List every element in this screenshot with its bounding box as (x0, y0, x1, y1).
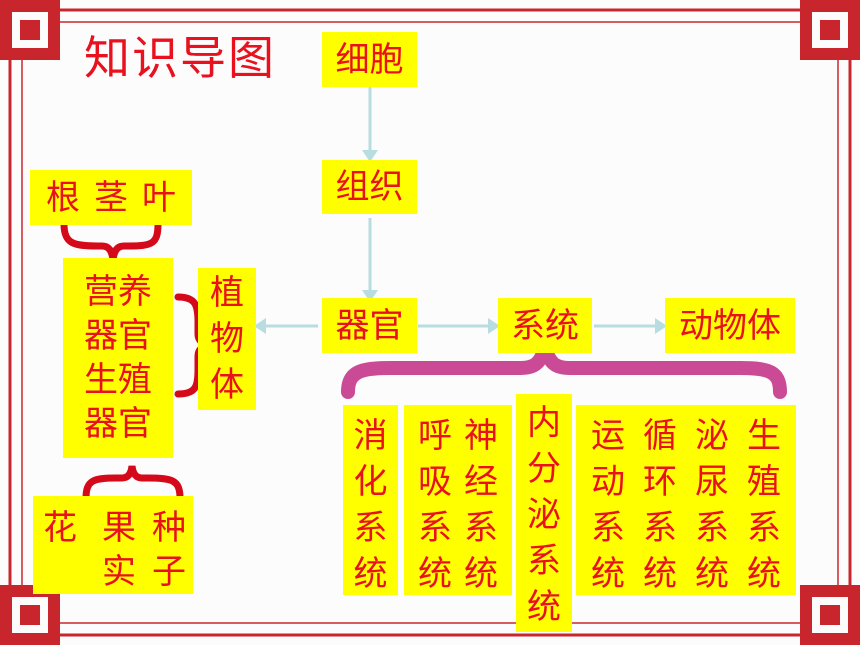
nervous-char-3: 系 (464, 508, 498, 548)
rep-organ-line2: 器官 (84, 404, 152, 444)
system-nervous: 神 经 系 统 (464, 413, 498, 597)
system-box: 系统 (498, 298, 592, 353)
urinary-char-1: 泌 (695, 416, 729, 456)
endocrine-char-1: 内 (527, 403, 561, 443)
root-label: 根 (46, 177, 80, 218)
plant-organs-box: 营养 器官 生殖 器官 (63, 258, 173, 458)
brace-systems (341, 324, 787, 399)
system-motor: 运 动 系 统 (591, 413, 625, 597)
urinary-char-3: 系 (695, 508, 729, 548)
system-urinary: 泌 尿 系 统 (695, 413, 729, 597)
veg-organ-line2: 器官 (84, 316, 152, 356)
brace-rep-parts (82, 465, 184, 502)
system-resp-nervous: 呼 吸 系 统 神 经 系 统 (404, 405, 512, 595)
leaf-label: 叶 (142, 177, 176, 218)
fruit-label: 果实 (102, 508, 136, 592)
plant-body-char-2: 物 (210, 319, 244, 359)
nervous-char-1: 神 (464, 416, 498, 456)
plant-body-char-1: 植 (210, 273, 244, 313)
tissue-box: 组织 (322, 160, 417, 214)
endocrine-char-3: 泌 (527, 495, 561, 535)
respiratory-char-1: 呼 (418, 416, 452, 456)
respiratory-char-4: 统 (418, 554, 452, 594)
seed-label: 种子 (152, 508, 186, 592)
flower-label: 花 (43, 508, 77, 548)
system-reproductive: 生 殖 系 统 (747, 413, 781, 597)
system-respiratory: 呼 吸 系 统 (418, 413, 452, 597)
system-endocrine: 内 分 泌 系 统 (516, 394, 572, 632)
reproductive-char-2: 殖 (747, 462, 781, 502)
system-circulatory: 循 环 系 统 (643, 413, 677, 597)
circulatory-char-3: 系 (643, 508, 677, 548)
stem-label: 茎 (94, 177, 128, 218)
reproductive-char-3: 系 (747, 508, 781, 548)
cell-box: 细胞 (322, 32, 417, 87)
system-digestive: 消 化 系 统 (343, 405, 398, 595)
system-group-right: 运 动 系 统 循 环 系 统 泌 尿 系 统 生 殖 系 统 (576, 405, 796, 595)
animal-box: 动物体 (665, 298, 795, 353)
respiratory-char-2: 吸 (418, 462, 452, 502)
respiratory-char-3: 系 (418, 508, 452, 548)
circulatory-char-1: 循 (643, 416, 677, 456)
motor-char-4: 统 (591, 554, 625, 594)
motor-char-2: 动 (591, 462, 625, 502)
nervous-char-4: 统 (464, 554, 498, 594)
digestive-char-4: 统 (353, 554, 388, 594)
circulatory-char-2: 环 (643, 462, 677, 502)
veg-parts-box: 根 茎 叶 (30, 170, 192, 225)
endocrine-char-5: 统 (527, 587, 561, 627)
reproductive-char-1: 生 (747, 416, 781, 456)
diagram-title: 知识导图 (84, 31, 276, 85)
endocrine-char-4: 系 (527, 541, 561, 581)
urinary-char-2: 尿 (695, 462, 729, 502)
rep-parts-box: 花 果实 种子 (33, 496, 193, 594)
urinary-char-4: 统 (695, 554, 729, 594)
circulatory-char-4: 统 (643, 554, 677, 594)
digestive-char-3: 系 (353, 508, 388, 548)
digestive-char-1: 消 (353, 416, 388, 456)
motor-char-3: 系 (591, 508, 625, 548)
plant-body-char-3: 体 (210, 365, 244, 405)
motor-char-1: 运 (591, 416, 625, 456)
organ-box: 器官 (322, 298, 417, 353)
reproductive-char-4: 统 (747, 554, 781, 594)
rep-organ-line1: 生殖 (84, 360, 152, 400)
plant-body-box: 植 物 体 (198, 268, 256, 410)
endocrine-char-2: 分 (527, 449, 561, 489)
digestive-char-2: 化 (353, 462, 388, 502)
veg-organ-line1: 营养 (84, 272, 152, 312)
brace-veg-parts (60, 220, 162, 261)
nervous-char-2: 经 (464, 462, 498, 502)
